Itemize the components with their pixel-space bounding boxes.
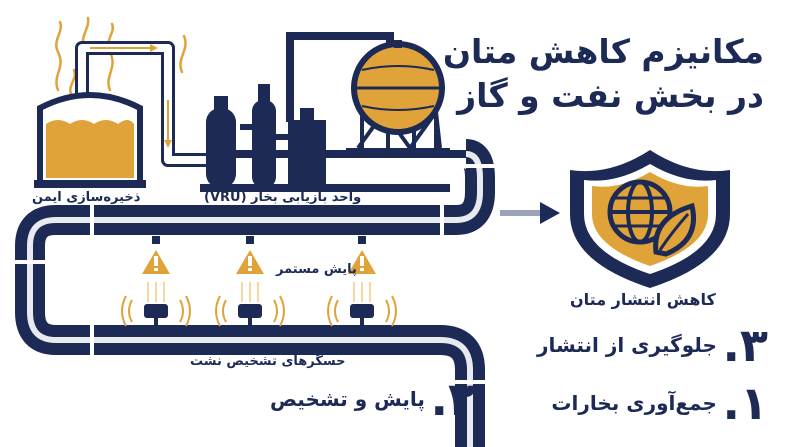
step-2-number: ۲. (430, 372, 477, 426)
title-line-2: در بخش نفت و گاز (457, 76, 764, 115)
emission-reduction-label: کاهش انتشار متان (570, 290, 716, 309)
step-3-number: ۳. (722, 318, 768, 372)
step-1-number: ۱. (722, 376, 768, 430)
step-2: ۲. پایش و تشخیص (270, 372, 476, 426)
monitoring-label: پایش مستمر (276, 262, 357, 277)
main-pipeline (14, 139, 496, 447)
vru-label: واحد بازیابی بخار (VRU) (204, 190, 362, 205)
gas-sphere (346, 40, 450, 156)
safe-storage-label: ذخیره‌سازی ایمن (32, 190, 141, 205)
sensor-group (121, 236, 191, 327)
shield-globe-leaf-icon (570, 150, 730, 288)
sensor-group (215, 236, 285, 327)
step-1: ۱. جمع‌آوری بخارات (551, 376, 768, 430)
step-3: ۳. جلوگیری از انتشار (537, 318, 768, 372)
step-3-text: جلوگیری از انتشار (536, 333, 717, 357)
leak-sensors (121, 236, 397, 327)
storage-tank (34, 92, 146, 188)
sensor-group (327, 236, 397, 327)
page-title: مکانیزم کاهش متان در بخش نفت و گاز (443, 30, 764, 118)
arrow-right-icon (500, 202, 560, 224)
step-1-text: جمع‌آوری بخارات (551, 391, 717, 415)
step-2-text: پایش و تشخیص (270, 387, 425, 411)
title-line-1: مکانیزم کاهش متان (442, 32, 764, 71)
sensors-label: حسگرهای تشخیص نشت (190, 354, 346, 369)
vapour-pipe (75, 41, 230, 167)
